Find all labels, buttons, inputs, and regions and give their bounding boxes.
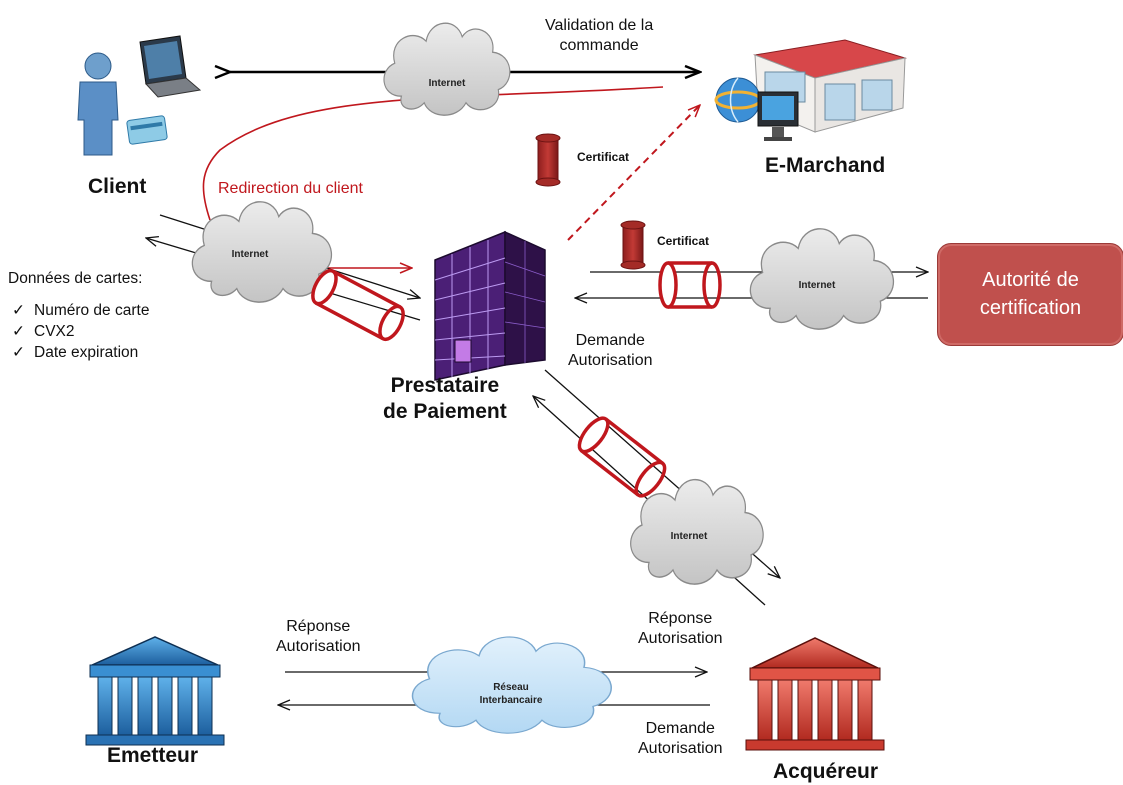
web-globe-icon <box>714 77 762 123</box>
card-data-item-label: CVX2 <box>34 323 75 340</box>
card-data-item: ✓ CVX2 <box>12 321 149 342</box>
issuer-demande-line1: Demande <box>645 720 715 737</box>
acquirer-label: Acquéreur <box>773 760 879 783</box>
acquirer-reponse-label: Réponse Autorisation <box>638 609 723 649</box>
tunnel-icon-authority <box>658 261 722 309</box>
certificate-scroll-icon-top <box>535 133 561 187</box>
internet-label-top: Internet <box>428 78 466 89</box>
check-icon: ✓ <box>12 344 25 361</box>
client-person-icon <box>77 52 119 156</box>
tunnel-icon-client <box>311 268 405 342</box>
card-data-list: ✓ Numéro de carte ✓ CVX2 ✓ Date expiration <box>12 300 149 363</box>
psp-demande-label: Demande Autorisation <box>568 331 653 371</box>
validation-line2: commande <box>559 37 639 54</box>
certificate-scroll-icon-right <box>620 220 646 270</box>
certificate-label-right: Certificat <box>657 234 710 248</box>
certificate-label-top: Certificat <box>577 150 630 164</box>
check-icon: ✓ <box>12 323 25 340</box>
interbank-label: Réseau Interbancaire <box>466 681 556 707</box>
card-data-item: ✓ Numéro de carte <box>12 300 149 321</box>
internet-cloud-top <box>383 22 511 116</box>
issuer-label: Emetteur <box>107 744 199 767</box>
psp-label-line1: Prestataire <box>390 374 500 397</box>
card-data-item: ✓ Date expiration <box>12 342 149 363</box>
acquirer-reponse-line2: Autorisation <box>638 630 723 647</box>
credit-card-icon <box>126 115 168 145</box>
client-label: Client <box>88 175 147 198</box>
internet-label-acquirer: Internet <box>670 531 708 542</box>
card-data-item-label: Numéro de carte <box>34 302 150 319</box>
interbank-label-line2: Interbancaire <box>479 695 543 706</box>
card-data-item-label: Date expiration <box>34 344 139 361</box>
psp-label-line2: de Paiement <box>383 400 507 423</box>
office-building-icon <box>434 230 546 381</box>
issuer-demande-line2: Autorisation <box>638 740 723 757</box>
interbank-label-line1: Réseau <box>493 682 529 693</box>
issuer-bank-icon <box>85 636 225 746</box>
card-data-title: Données de cartes: <box>8 270 143 287</box>
storefront-icon <box>753 39 907 133</box>
certificate-dashed-arrow <box>567 105 700 241</box>
issuer-reponse-label: Réponse Autorisation <box>276 617 361 657</box>
acquirer-bank-icon <box>745 637 885 751</box>
tunnel-icon-acquirer <box>577 416 667 498</box>
laptop-icon <box>139 35 202 98</box>
merchant-label: E-Marchand <box>765 154 886 177</box>
monitor-icon <box>757 91 799 141</box>
redirect-label: Redirection du client <box>218 180 363 197</box>
issuer-reponse-line2: Autorisation <box>276 638 361 655</box>
issuer-reponse-line1: Réponse <box>286 618 351 635</box>
psp-label: Prestataire de Paiement <box>383 373 507 425</box>
psp-demande-line1: Demande <box>575 332 645 349</box>
validation-label: Validation de la commande <box>545 16 653 56</box>
internet-label-client: Internet <box>231 249 269 260</box>
internet-label-authority: Internet <box>798 280 836 291</box>
redirection-curve <box>202 86 664 221</box>
check-icon: ✓ <box>12 302 25 319</box>
validation-line1: Validation de la <box>545 17 654 34</box>
acquirer-reponse-line1: Réponse <box>648 610 713 627</box>
issuer-demande-label: Demande Autorisation <box>638 719 723 759</box>
psp-demande-line2: Autorisation <box>568 352 653 369</box>
